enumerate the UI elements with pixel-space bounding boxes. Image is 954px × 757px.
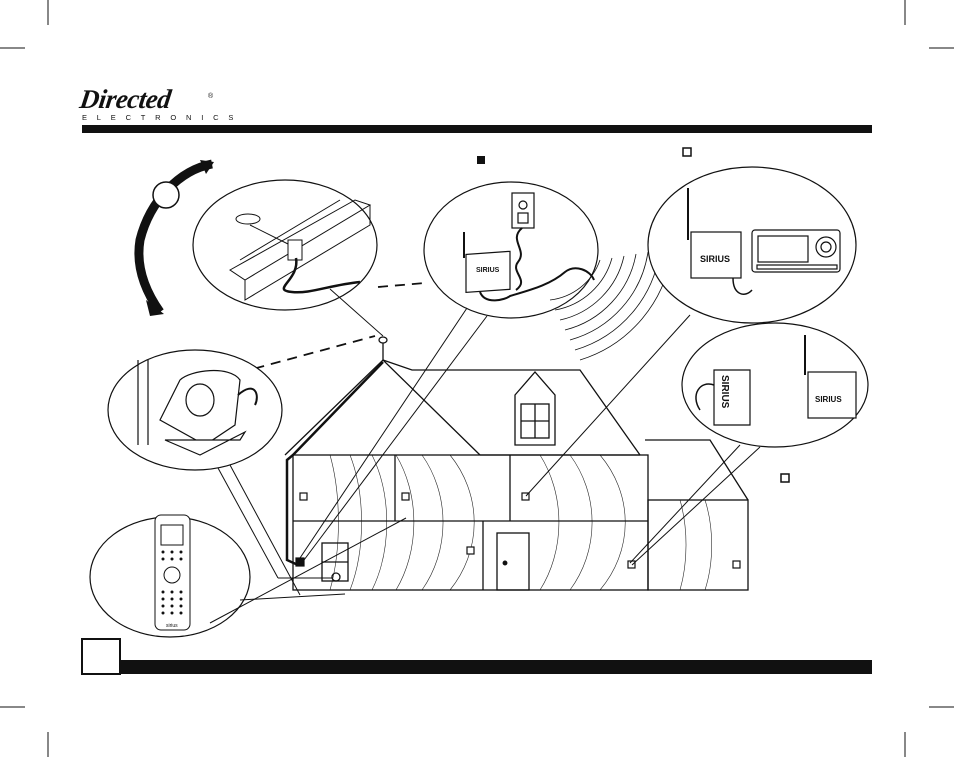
page-number-box (82, 639, 120, 674)
legend-marker-open (683, 148, 691, 156)
dock-callout: SIRIUS SIRIUS (682, 323, 868, 447)
room-marker-icon (402, 493, 409, 500)
dock-brand-label: SIRIUS (719, 375, 730, 409)
receiver-brand-label: SIRIUS (700, 254, 730, 264)
house-icon (285, 337, 748, 590)
interior-waves (330, 455, 712, 590)
remote-control-icon: sirius (155, 515, 190, 630)
room-marker-filled-icon (296, 558, 304, 566)
remote-callout: sirius (90, 515, 250, 637)
roof-antenna-callout (193, 180, 377, 310)
legend-marker-filled (477, 156, 485, 164)
header-rule (82, 125, 872, 133)
tuner-brand-label: SIRIUS (476, 267, 500, 274)
svg-text:SIRIUS: SIRIUS (815, 395, 842, 404)
room-marker-icon (300, 493, 307, 500)
remote-brand-label: sirius (166, 623, 178, 629)
legend-marker-open-2 (781, 474, 789, 482)
sirius-radio-display-icon (752, 230, 840, 272)
room-marker-icon (733, 561, 740, 568)
room-marker-icon (467, 547, 474, 554)
window-antenna-callout (108, 350, 282, 470)
receiver-callout: SIRIUS (648, 167, 856, 323)
room-markers (296, 493, 740, 568)
tuner-module-callout: SIRIUS (424, 182, 598, 318)
footer-rule (120, 660, 872, 674)
